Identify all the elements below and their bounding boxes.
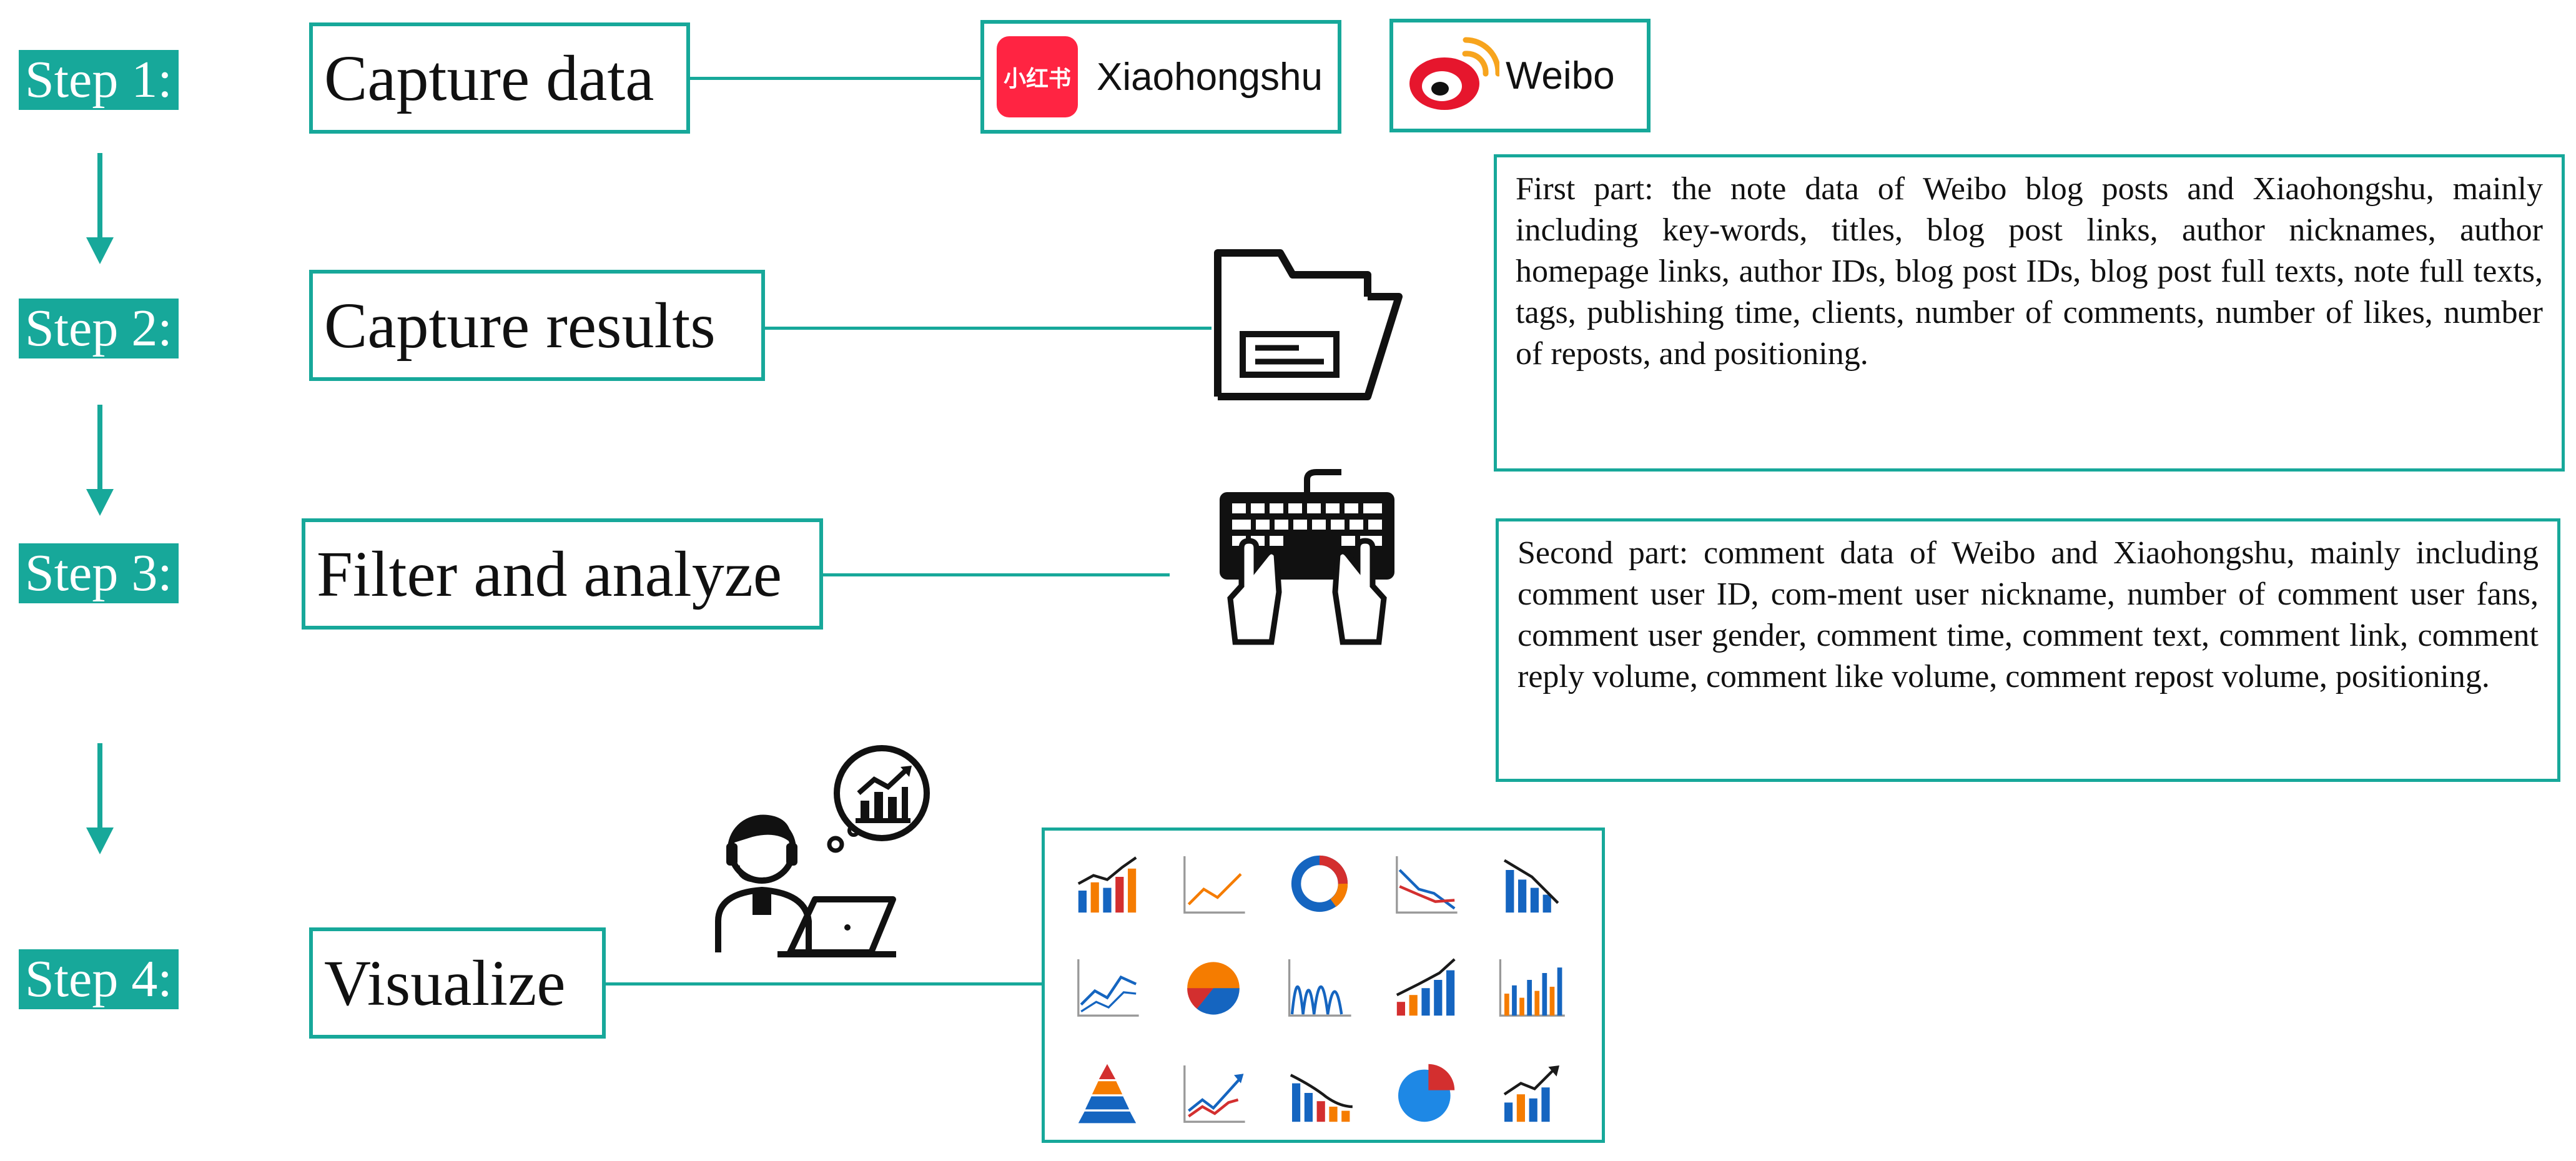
analyst-headset-icon (715, 814, 896, 957)
pie-slice-icon (1398, 1064, 1455, 1122)
bar-decline-icon (1503, 859, 1559, 913)
xiaohongshu-box: 小红书 Xiaohongshu (980, 20, 1341, 134)
multi-line-icon (1077, 959, 1139, 1017)
column-chart-icon (1499, 959, 1565, 1017)
chart-bubble-icon (834, 745, 930, 841)
decline-line-icon (1396, 856, 1458, 914)
bar-growth-icon (1396, 958, 1456, 1016)
capture-results-box: Capture results (309, 270, 765, 381)
keyboard-typing-icon (1220, 469, 1394, 645)
step-3-label: Step 3: (19, 543, 179, 603)
pyramid-chart-icon (1078, 1064, 1137, 1124)
visualize-box: Visualize (309, 927, 606, 1039)
folder-icon (1214, 249, 1403, 400)
down-arrow-icon (86, 743, 114, 854)
weibo-name: Weibo (1506, 54, 1615, 97)
bar-curve-icon (1290, 1074, 1353, 1122)
step-2-label: Step 2: (19, 299, 179, 358)
down-arrow-icon (86, 153, 114, 264)
bar-arrow-icon (1503, 1065, 1559, 1122)
connector-line (690, 77, 984, 80)
wave-chart-icon (1288, 959, 1351, 1017)
filter-analyze-box: Filter and analyze (302, 518, 823, 630)
second-part-description: Second part: comment data of Weibo and X… (1496, 518, 2560, 782)
xiaohongshu-name: Xiaohongshu (1097, 55, 1323, 99)
connector-line (606, 982, 1043, 986)
donut-chart-icon (1291, 855, 1348, 912)
line-chart-icon (1183, 856, 1245, 914)
step-1-label: Step 1: (19, 50, 179, 110)
down-arrow-icon (86, 405, 114, 516)
xiaohongshu-logo-icon: 小红书 (997, 36, 1078, 117)
first-part-description: First part: the note data of Weibo blog … (1494, 154, 2565, 472)
connector-line (765, 327, 1212, 330)
weibo-box: Weibo (1389, 19, 1651, 132)
connector-line (823, 573, 1170, 576)
line-arrow-icon (1183, 1065, 1245, 1123)
step-4-label: Step 4: (19, 949, 179, 1009)
pie-chart-icon (1187, 962, 1240, 1015)
weibo-logo-icon (1409, 37, 1499, 110)
bar-trend-icon (1077, 856, 1137, 913)
chart-icons-panel (1042, 828, 1605, 1143)
capture-data-box: Capture data (309, 22, 690, 134)
